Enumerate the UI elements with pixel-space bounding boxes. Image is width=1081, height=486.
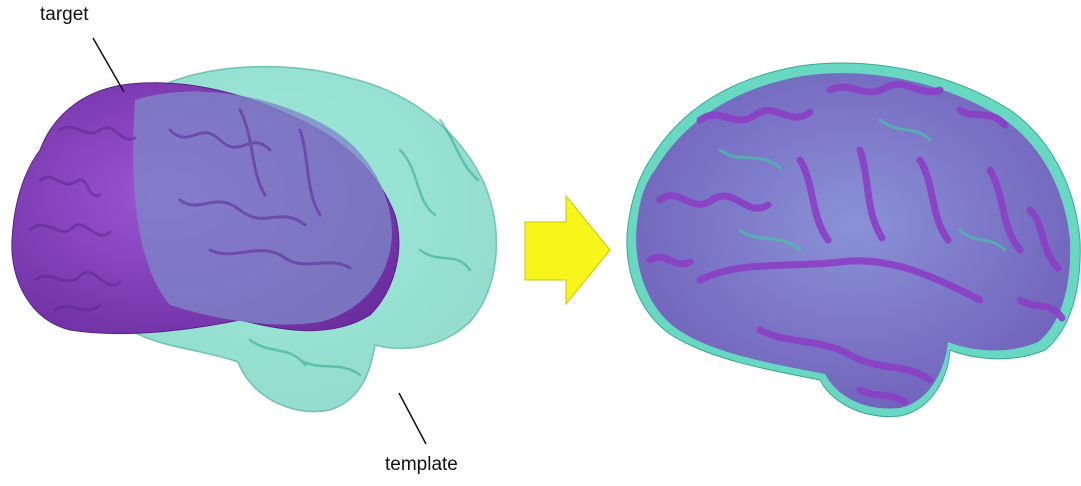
right-arrow-icon bbox=[525, 196, 610, 304]
template-callout-line bbox=[399, 393, 426, 444]
target-callout-line bbox=[93, 38, 124, 92]
template-label: template bbox=[385, 454, 458, 476]
brain-after-registration bbox=[627, 63, 1080, 416]
target-label: target bbox=[40, 4, 89, 26]
brain-before-registration bbox=[12, 66, 497, 411]
